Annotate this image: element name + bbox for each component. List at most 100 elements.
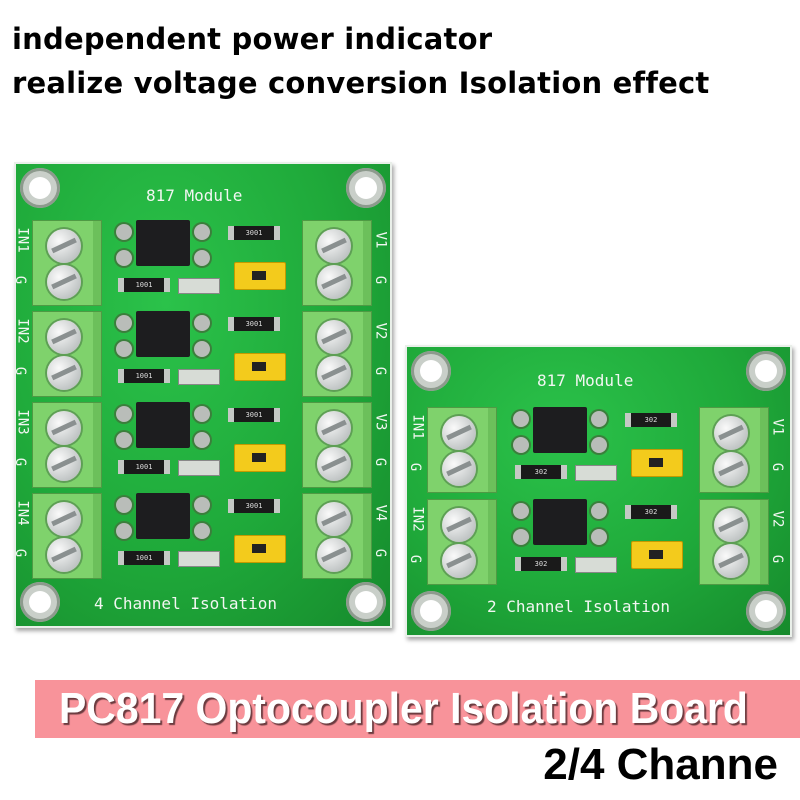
jumper-cap <box>631 449 683 477</box>
jumper-cap <box>234 353 286 381</box>
screw-icon <box>714 452 748 486</box>
pc817-chip <box>136 220 190 266</box>
resistor: 3001 <box>228 317 280 331</box>
mounting-hole-icon <box>746 351 786 391</box>
screw-icon <box>317 447 351 481</box>
pad <box>116 497 132 513</box>
mounting-hole-icon <box>20 168 60 208</box>
pad <box>513 411 529 427</box>
power-led <box>178 551 220 567</box>
mounting-hole-icon <box>411 591 451 631</box>
gnd-label: G <box>12 366 29 376</box>
resistor: 302 <box>625 413 677 427</box>
screw-icon <box>442 452 476 486</box>
input-label: IN2 <box>409 506 426 532</box>
gnd-label: G <box>407 462 424 472</box>
resistor: 3001 <box>228 226 280 240</box>
mounting-hole-icon <box>346 582 386 622</box>
screw-icon <box>442 508 476 542</box>
power-led <box>178 278 220 294</box>
screw-icon <box>317 411 351 445</box>
screw-icon <box>317 320 351 354</box>
gnd-label: G <box>372 366 389 376</box>
pc817-chip <box>136 402 190 448</box>
pad <box>194 432 210 448</box>
gnd-label: G <box>372 548 389 558</box>
output-terminal-block <box>699 499 769 585</box>
input-label: IN3 <box>14 409 31 435</box>
jumper-cap <box>234 262 286 290</box>
screw-icon <box>442 544 476 578</box>
pad <box>591 529 607 545</box>
pad <box>513 529 529 545</box>
resistor: 1001 <box>118 551 170 565</box>
screw-icon <box>317 356 351 390</box>
pad <box>116 224 132 240</box>
output-label: V2 <box>769 510 786 528</box>
resistor: 302 <box>515 465 567 479</box>
pad <box>116 432 132 448</box>
screw-icon <box>442 416 476 450</box>
input-label: IN1 <box>409 414 426 440</box>
output-label: V3 <box>372 413 389 431</box>
gnd-label: G <box>769 462 786 472</box>
screw-icon <box>714 544 748 578</box>
pad <box>194 224 210 240</box>
mounting-hole-icon <box>746 591 786 631</box>
input-terminal-block <box>32 402 102 488</box>
pc817-chip <box>533 499 587 545</box>
screw-icon <box>317 538 351 572</box>
resistor: 1001 <box>118 369 170 383</box>
pad <box>194 523 210 539</box>
gnd-label: G <box>407 554 424 564</box>
gnd-label: G <box>372 457 389 467</box>
pc817-chip <box>136 311 190 357</box>
pad <box>116 406 132 422</box>
pad <box>513 437 529 453</box>
pc817-chip <box>136 493 190 539</box>
resistor: 1001 <box>118 278 170 292</box>
gnd-label: G <box>12 457 29 467</box>
output-terminal-block <box>302 311 372 397</box>
pad <box>591 411 607 427</box>
power-led <box>178 369 220 385</box>
board-title: 817 Module <box>146 186 243 205</box>
board-footer: 4 Channel Isolation <box>94 594 278 613</box>
output-terminal-block <box>302 402 372 488</box>
output-label: V4 <box>372 504 389 522</box>
mounting-hole-icon <box>20 582 60 622</box>
board-footer: 2 Channel Isolation <box>487 597 671 616</box>
screw-icon <box>317 502 351 536</box>
jumper-cap <box>234 535 286 563</box>
pad <box>116 341 132 357</box>
headline-1: independent power indicator <box>12 22 493 56</box>
pad <box>591 437 607 453</box>
resistor: 302 <box>515 557 567 571</box>
input-terminal-block <box>32 311 102 397</box>
pad <box>591 503 607 519</box>
resistor: 302 <box>625 505 677 519</box>
pad <box>194 250 210 266</box>
power-led <box>178 460 220 476</box>
input-terminal-block <box>32 493 102 579</box>
pad <box>116 523 132 539</box>
title-banner: PC817 Optocoupler Isolation Board <box>35 680 800 738</box>
screw-icon <box>47 411 81 445</box>
input-terminal-block <box>32 220 102 306</box>
gnd-label: G <box>12 275 29 285</box>
pad <box>116 315 132 331</box>
screw-icon <box>47 502 81 536</box>
screw-icon <box>47 538 81 572</box>
pad <box>194 497 210 513</box>
screw-icon <box>317 229 351 263</box>
output-terminal-block <box>302 220 372 306</box>
board-title: 817 Module <box>537 371 634 390</box>
resistor: 3001 <box>228 499 280 513</box>
jumper-cap <box>234 444 286 472</box>
output-terminal-block <box>699 407 769 493</box>
pad <box>513 503 529 519</box>
screw-icon <box>714 416 748 450</box>
mounting-hole-icon <box>346 168 386 208</box>
